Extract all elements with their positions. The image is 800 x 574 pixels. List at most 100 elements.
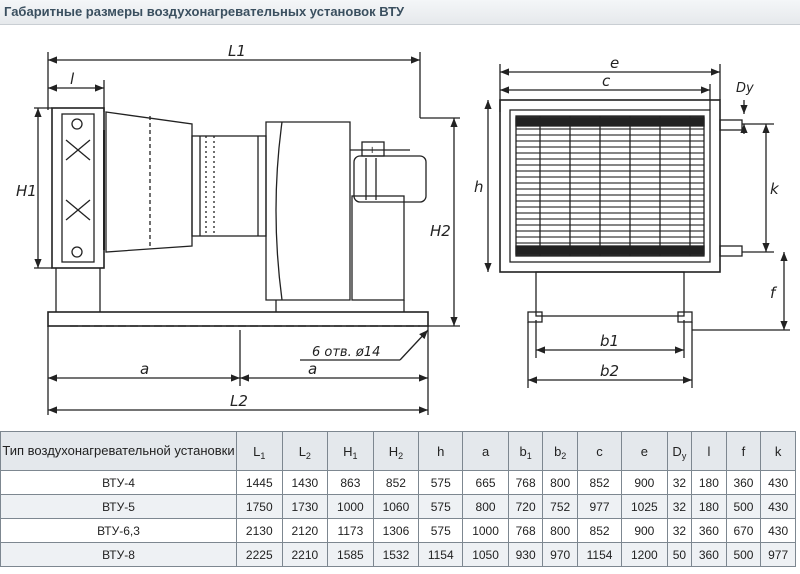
- table-cell: 360: [691, 518, 727, 543]
- table-cell: 1154: [576, 542, 623, 567]
- table-cell: 32: [666, 494, 693, 519]
- label-H1: H1: [16, 182, 37, 200]
- table-cell: 665: [462, 470, 509, 495]
- table-cell: 575: [418, 470, 464, 495]
- label-k: k: [770, 180, 780, 198]
- table-cell: 180: [691, 494, 727, 519]
- header-cell: h: [418, 431, 464, 471]
- table-cell: 575: [418, 494, 464, 519]
- table-cell: 768: [507, 470, 544, 495]
- table-cell: 32: [666, 518, 693, 543]
- table-cell: 360: [691, 542, 727, 567]
- label-L1: L1: [228, 42, 246, 60]
- table-cell: 1445: [236, 470, 283, 495]
- table-cell: 1000: [327, 494, 374, 519]
- header-cell: l: [691, 431, 727, 471]
- table-cell: 1050: [462, 542, 509, 567]
- table-cell: 900: [621, 470, 668, 495]
- table-cell: 752: [542, 494, 578, 519]
- table-header-row: Тип воздухонагревательной установки L1 L…: [0, 431, 796, 471]
- header-cell: a: [462, 431, 509, 471]
- table-cell: 2120: [281, 518, 329, 543]
- table-cell: 930: [507, 542, 544, 567]
- table-cell: 977: [576, 494, 623, 519]
- header-cell: k: [760, 431, 796, 471]
- table-cell: 852: [372, 470, 420, 495]
- table-cell: 1060: [372, 494, 420, 519]
- table-cell: 180: [691, 470, 727, 495]
- table-cell: 800: [542, 518, 578, 543]
- table-cell: 50: [666, 542, 693, 567]
- header-cell: e: [621, 431, 668, 471]
- header-cell: f: [725, 431, 762, 471]
- table-cell: 1730: [281, 494, 329, 519]
- table-cell: 852: [576, 518, 623, 543]
- table-cell: 1025: [621, 494, 668, 519]
- header-cell: H2: [372, 431, 420, 471]
- table-cell: 1173: [327, 518, 374, 543]
- header-cell: c: [576, 431, 623, 471]
- table-cell: 1430: [281, 470, 329, 495]
- side-view: +: [34, 52, 460, 415]
- title-bar: Габаритные размеры воздухонагревательных…: [0, 0, 800, 25]
- header-cell: b1: [507, 431, 544, 471]
- table-cell: 900: [621, 518, 668, 543]
- table-cell: 500: [725, 542, 762, 567]
- page-title: Габаритные размеры воздухонагревательных…: [4, 4, 405, 19]
- table-cell: 970: [542, 542, 578, 567]
- table-cell: 430: [760, 518, 796, 543]
- header-cell: Dy: [666, 431, 693, 471]
- table-cell: 768: [507, 518, 544, 543]
- table-cell: 1585: [327, 542, 374, 567]
- label-a-left: a: [140, 360, 149, 378]
- header-cell: Тип воздухонагревательной установки: [0, 431, 237, 471]
- unit-type-cell: ВТУ-5: [0, 494, 237, 519]
- label-holes: 6 отв. ø14: [312, 345, 380, 360]
- label-b2: b2: [600, 362, 619, 380]
- unit-type-cell: ВТУ-8: [0, 542, 237, 567]
- table-cell: 1000: [462, 518, 509, 543]
- header-cell: L2: [281, 431, 329, 471]
- table-cell: 2225: [236, 542, 283, 567]
- table-cell: 1750: [236, 494, 283, 519]
- table-cell: 977: [760, 542, 796, 567]
- label-f: f: [770, 284, 778, 302]
- label-b1: b1: [600, 332, 619, 350]
- table-cell: 800: [462, 494, 509, 519]
- header-cell: b2: [542, 431, 578, 471]
- table-cell: 720: [507, 494, 544, 519]
- table-cell: 863: [327, 470, 374, 495]
- front-view: [484, 64, 790, 388]
- table-cell: 1532: [372, 542, 420, 567]
- table-cell: 1200: [621, 542, 668, 567]
- table-cell: 575: [418, 518, 464, 543]
- table-cell: 360: [725, 470, 762, 495]
- dimension-labels: L1 l H1 H2 a a L2 6 отв. ø14 e c Dy h k …: [16, 42, 780, 410]
- label-c: c: [602, 72, 611, 90]
- label-h: h: [474, 178, 484, 196]
- table-cell: 430: [760, 494, 796, 519]
- table-cell: 670: [725, 518, 762, 543]
- table-cell: 2210: [281, 542, 329, 567]
- label-e: e: [610, 54, 619, 72]
- table-cell: 852: [576, 470, 623, 495]
- table-cell: 2130: [236, 518, 283, 543]
- dimensions-table: Тип воздухонагревательной установки L1 L…: [0, 431, 796, 567]
- table-cell: 800: [542, 470, 578, 495]
- technical-drawing: +: [16, 42, 790, 415]
- header-cell: H1: [327, 431, 374, 471]
- unit-type-cell: ВТУ-4: [0, 470, 237, 495]
- table-cell: 1306: [372, 518, 420, 543]
- label-L2: L2: [230, 392, 248, 410]
- label-a-right: a: [308, 360, 317, 378]
- label-H2: H2: [430, 222, 451, 240]
- table-cell: 500: [725, 494, 762, 519]
- label-l: l: [70, 70, 75, 88]
- svg-text:+: +: [368, 145, 376, 156]
- table-cell: 1154: [418, 542, 464, 567]
- label-Dy: Dy: [736, 81, 754, 96]
